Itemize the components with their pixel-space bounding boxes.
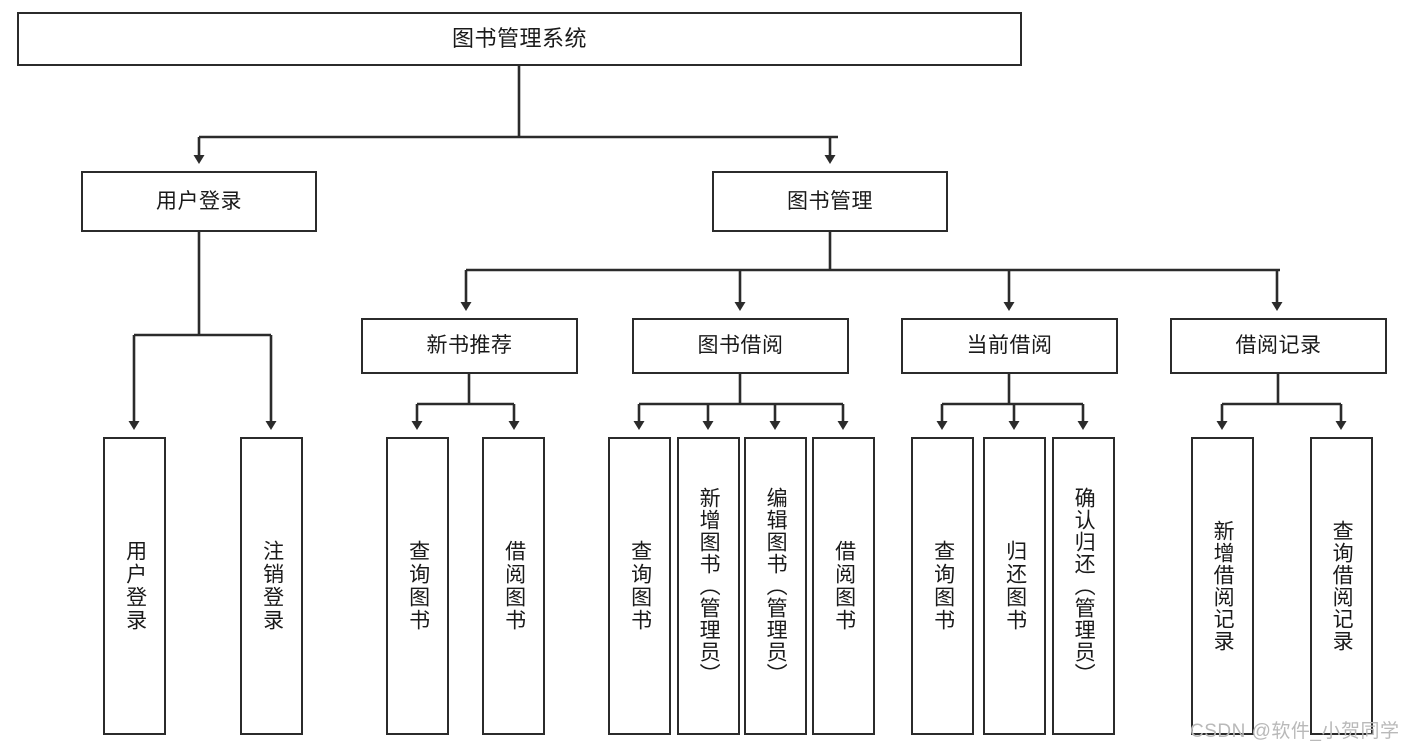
- node-leaf-query-book-new[interactable]: 查询图书: [386, 437, 449, 735]
- node-leaf-borrow-book-new-label: 借阅图书: [502, 540, 526, 632]
- node-leaf-confirm-return-admin[interactable]: 确认归还（管理员）: [1052, 437, 1115, 735]
- node-leaf-query-borrow-record-label: 查询借阅记录: [1330, 520, 1354, 652]
- watermark: CSDN @软件_小贺同学: [1190, 721, 1400, 742]
- edge-root-to-level2: [193, 66, 838, 164]
- edge-borrow-record-to-leaves: [1216, 374, 1347, 430]
- edge-book-borrow-to-leaves: [633, 374, 849, 430]
- node-leaf-user-logout-label: 注销登录: [260, 540, 284, 632]
- node-leaf-user-login-label: 用户登录: [123, 540, 147, 632]
- node-book-borrow[interactable]: 图书借阅: [632, 318, 849, 374]
- node-leaf-edit-book-admin[interactable]: 编辑图书（管理员）: [744, 437, 807, 735]
- edge-book-manage-to-level3: [460, 232, 1283, 311]
- node-root-label: 图书管理系统: [451, 25, 587, 51]
- node-leaf-query-book-borrow-label: 查询图书: [628, 540, 652, 632]
- node-leaf-query-book-borrow[interactable]: 查询图书: [608, 437, 671, 735]
- node-current-borrow-label: 当前借阅: [966, 334, 1053, 358]
- node-user-login-label: 用户登录: [156, 189, 242, 213]
- node-book-borrow-label: 图书借阅: [697, 334, 784, 358]
- node-leaf-add-borrow-record-label: 新增借阅记录: [1211, 520, 1235, 652]
- edge-new-book-recommend-to-leaves: [411, 374, 520, 430]
- node-borrow-record[interactable]: 借阅记录: [1170, 318, 1387, 374]
- node-leaf-confirm-return-admin-label: 确认归还（管理员）: [1072, 487, 1096, 685]
- edge-user-login-to-leaves: [128, 232, 277, 430]
- node-leaf-user-login[interactable]: 用户登录: [103, 437, 166, 735]
- node-leaf-query-borrow-record[interactable]: 查询借阅记录: [1310, 437, 1373, 735]
- node-leaf-query-book-current-label: 查询图书: [931, 540, 955, 632]
- node-leaf-edit-book-admin-label: 编辑图书（管理员）: [764, 487, 788, 685]
- node-user-login[interactable]: 用户登录: [81, 171, 317, 232]
- node-leaf-query-book-current[interactable]: 查询图书: [911, 437, 974, 735]
- node-root[interactable]: 图书管理系统: [17, 12, 1022, 66]
- node-book-manage[interactable]: 图书管理: [712, 171, 948, 232]
- node-new-book-recommend[interactable]: 新书推荐: [361, 318, 578, 374]
- node-leaf-return-book-label: 归还图书: [1003, 540, 1027, 632]
- edge-current-borrow-to-leaves: [936, 374, 1089, 430]
- node-new-book-recommend-label: 新书推荐: [426, 334, 513, 358]
- node-leaf-add-book-admin[interactable]: 新增图书（管理员）: [677, 437, 740, 735]
- node-leaf-borrow-book[interactable]: 借阅图书: [812, 437, 875, 735]
- node-current-borrow[interactable]: 当前借阅: [901, 318, 1118, 374]
- node-leaf-query-book-new-label: 查询图书: [406, 540, 430, 632]
- node-leaf-add-book-admin-label: 新增图书（管理员）: [697, 487, 721, 685]
- node-leaf-borrow-book-label: 借阅图书: [832, 540, 856, 632]
- node-leaf-borrow-book-new[interactable]: 借阅图书: [482, 437, 545, 735]
- node-leaf-user-logout[interactable]: 注销登录: [240, 437, 303, 735]
- node-leaf-add-borrow-record[interactable]: 新增借阅记录: [1191, 437, 1254, 735]
- node-borrow-record-label: 借阅记录: [1235, 334, 1322, 358]
- node-leaf-return-book[interactable]: 归还图书: [983, 437, 1046, 735]
- node-book-manage-label: 图书管理: [787, 189, 873, 213]
